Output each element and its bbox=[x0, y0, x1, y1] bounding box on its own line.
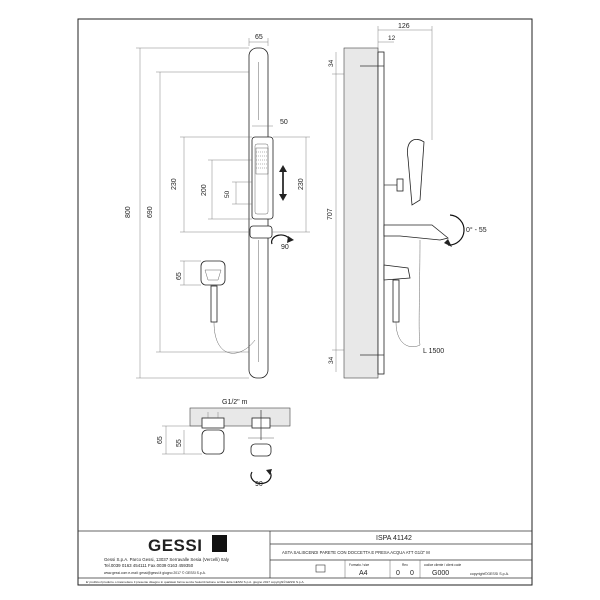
dim-bottom-fix: 34 bbox=[328, 356, 335, 364]
rev-label: Rev. bbox=[402, 563, 408, 567]
logo-mark bbox=[212, 535, 227, 552]
rotation-label: 90 bbox=[281, 244, 289, 251]
tilt-arrow-icon bbox=[447, 214, 465, 246]
dim-outlet-height: 65 bbox=[176, 272, 183, 280]
side-rail bbox=[377, 51, 385, 375]
side-outlet bbox=[383, 264, 411, 281]
company-phone: Tel.0039 0163 454111 Fax.0039 0163 45935… bbox=[104, 563, 194, 568]
rev-a: 0 bbox=[396, 570, 400, 577]
detail-outlet bbox=[201, 429, 225, 455]
front-view: 90 65 50 800 690 230 200 50 bbox=[125, 34, 310, 379]
dim-total-height: 800 bbox=[125, 206, 132, 218]
dim-side-height: 707 bbox=[327, 208, 334, 220]
slide-up-down-arrow bbox=[279, 165, 287, 201]
shower-nozzle-grid bbox=[255, 147, 269, 175]
side-hose bbox=[418, 239, 421, 346]
dim-top-width: 65 bbox=[255, 34, 263, 41]
side-hand-shower bbox=[407, 139, 425, 206]
dim-depth: 126 bbox=[398, 23, 410, 30]
client-code: G000 bbox=[432, 570, 449, 577]
dim-mid-travel: 200 bbox=[201, 184, 208, 196]
format-label: Formato / size bbox=[349, 563, 369, 567]
wall-section bbox=[343, 47, 379, 379]
company-address: Gessi S.p.A. Parco Gessi, 13037 Serraval… bbox=[104, 557, 230, 562]
side-view: 0° - 55 126 12 34 707 34 L 1500 bbox=[327, 23, 487, 379]
title-block: GESSI Gessi S.p.A. Parco Gessi, 13037 Se… bbox=[78, 530, 532, 584]
dim-slider-width: 50 bbox=[280, 119, 288, 126]
side-slider bbox=[383, 224, 449, 241]
code-label: codice cliente / client code bbox=[424, 563, 461, 567]
legal-footer: E' proibito riprodurre o trasmettere il … bbox=[86, 580, 305, 584]
dim-wall-gap: 12 bbox=[388, 35, 396, 42]
company-web: www.gessi.com e-mail: gessi@gessi.it giu… bbox=[104, 571, 206, 575]
format-value: A4 bbox=[359, 570, 368, 577]
rev-b: 0 bbox=[410, 570, 414, 577]
paper-format-icon bbox=[315, 564, 326, 573]
dim-detail-h1: 65 bbox=[157, 436, 164, 444]
outlet-detail-view: G1/2" m 65 55 90 bbox=[157, 399, 291, 488]
wall-outlet bbox=[200, 260, 226, 286]
company-logo: GESSI bbox=[148, 536, 202, 555]
dim-right-travel: 230 bbox=[298, 178, 305, 190]
detail-rotation-label: 90 bbox=[255, 481, 263, 488]
dim-left-travel: 230 bbox=[171, 178, 178, 190]
product-description: ASTA SALISCENDI PARETE CON DOCCETTA E PR… bbox=[282, 550, 430, 555]
dim-detail-h2: 55 bbox=[176, 439, 183, 447]
hose-length-label: L 1500 bbox=[423, 348, 444, 355]
drawing-border bbox=[77, 18, 533, 586]
tilt-label: 0° - 55 bbox=[466, 226, 487, 234]
shower-hose bbox=[213, 321, 256, 354]
dim-top-fix: 34 bbox=[328, 59, 335, 67]
thread-label: G1/2" m bbox=[222, 399, 248, 406]
dim-slide-range: 690 bbox=[147, 206, 154, 218]
hand-shower bbox=[251, 136, 274, 220]
product-code: ISPA 41142 bbox=[376, 535, 412, 542]
slider-holder bbox=[249, 225, 273, 239]
detail-rotation-arrow-icon bbox=[250, 471, 272, 485]
detail-holder bbox=[250, 443, 272, 457]
dim-handle-offset: 50 bbox=[224, 190, 231, 198]
copyright: copyright©GESSI S.p.A. bbox=[470, 572, 509, 576]
